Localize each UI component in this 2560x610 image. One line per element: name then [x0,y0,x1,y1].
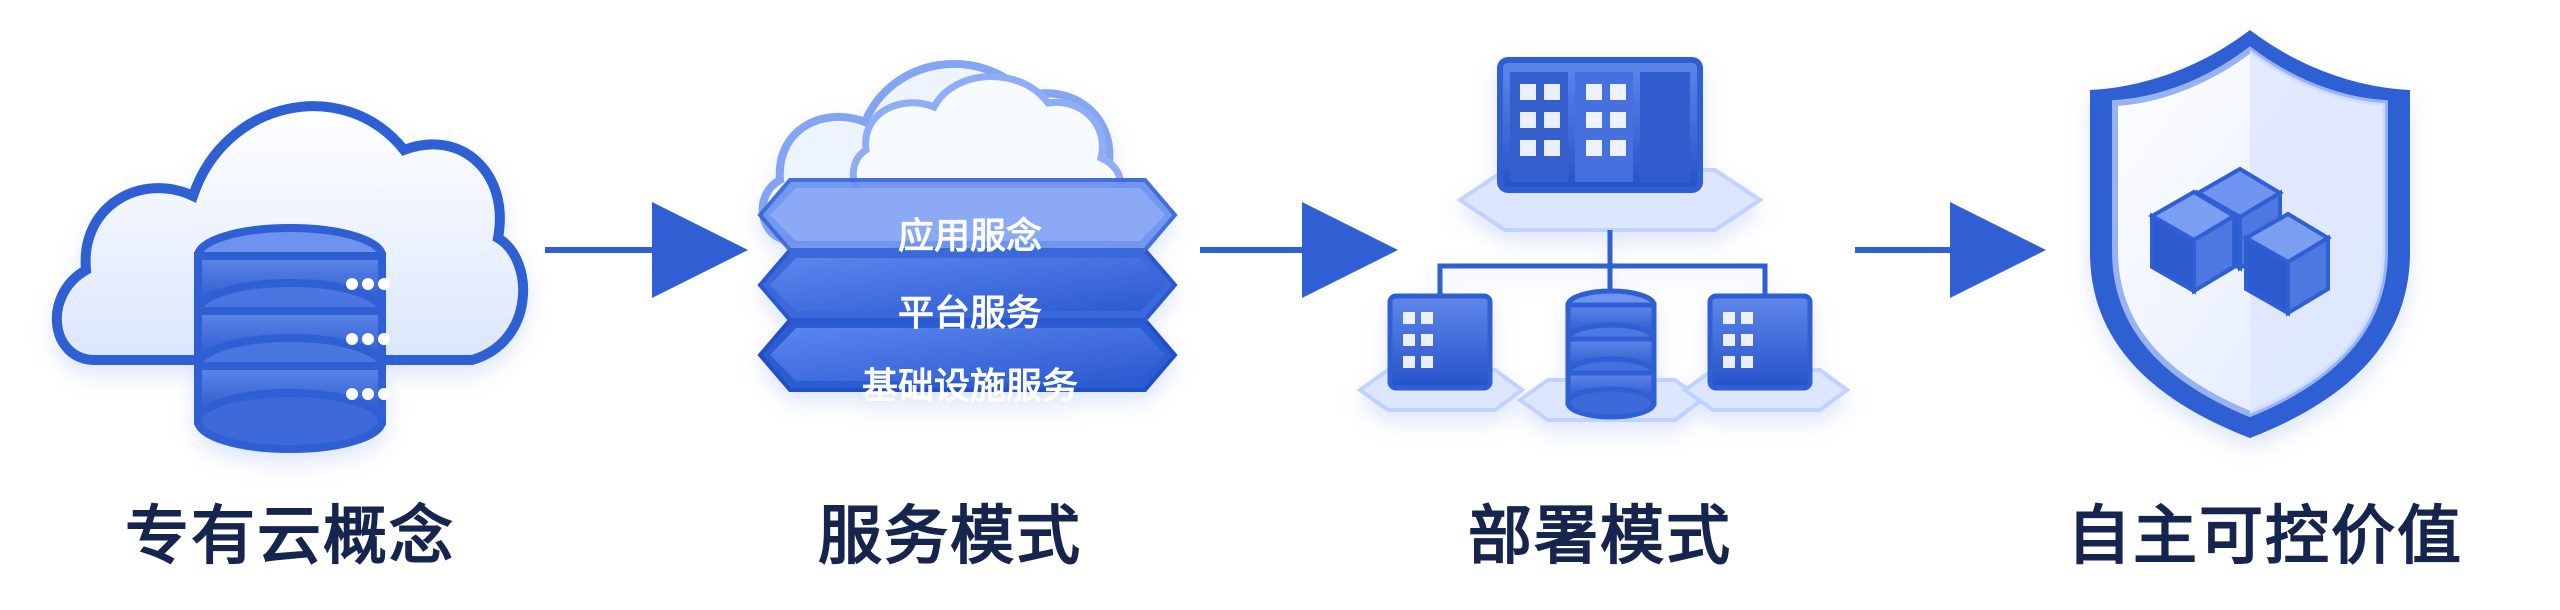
layer-label-middle: 平台服务 [898,293,1042,334]
layer-label-top: 应用服念 [898,215,1042,257]
step-title-2: 服务模式 [818,500,1082,574]
shield-blocks-icon [2090,30,2410,438]
step-title-1: 专有云概念 [125,500,455,574]
cloud-layers-icon: 应用服念 平台服务 基础设施服务 [757,59,1178,407]
step-title-4: 自主可控价值 [2067,500,2463,574]
deployment-network-icon [1356,57,1851,422]
step-title-3: 部署模式 [1468,500,1732,574]
cloud-database-icon [51,101,529,453]
layer-label-bottom: 基础设施服务 [862,366,1078,407]
